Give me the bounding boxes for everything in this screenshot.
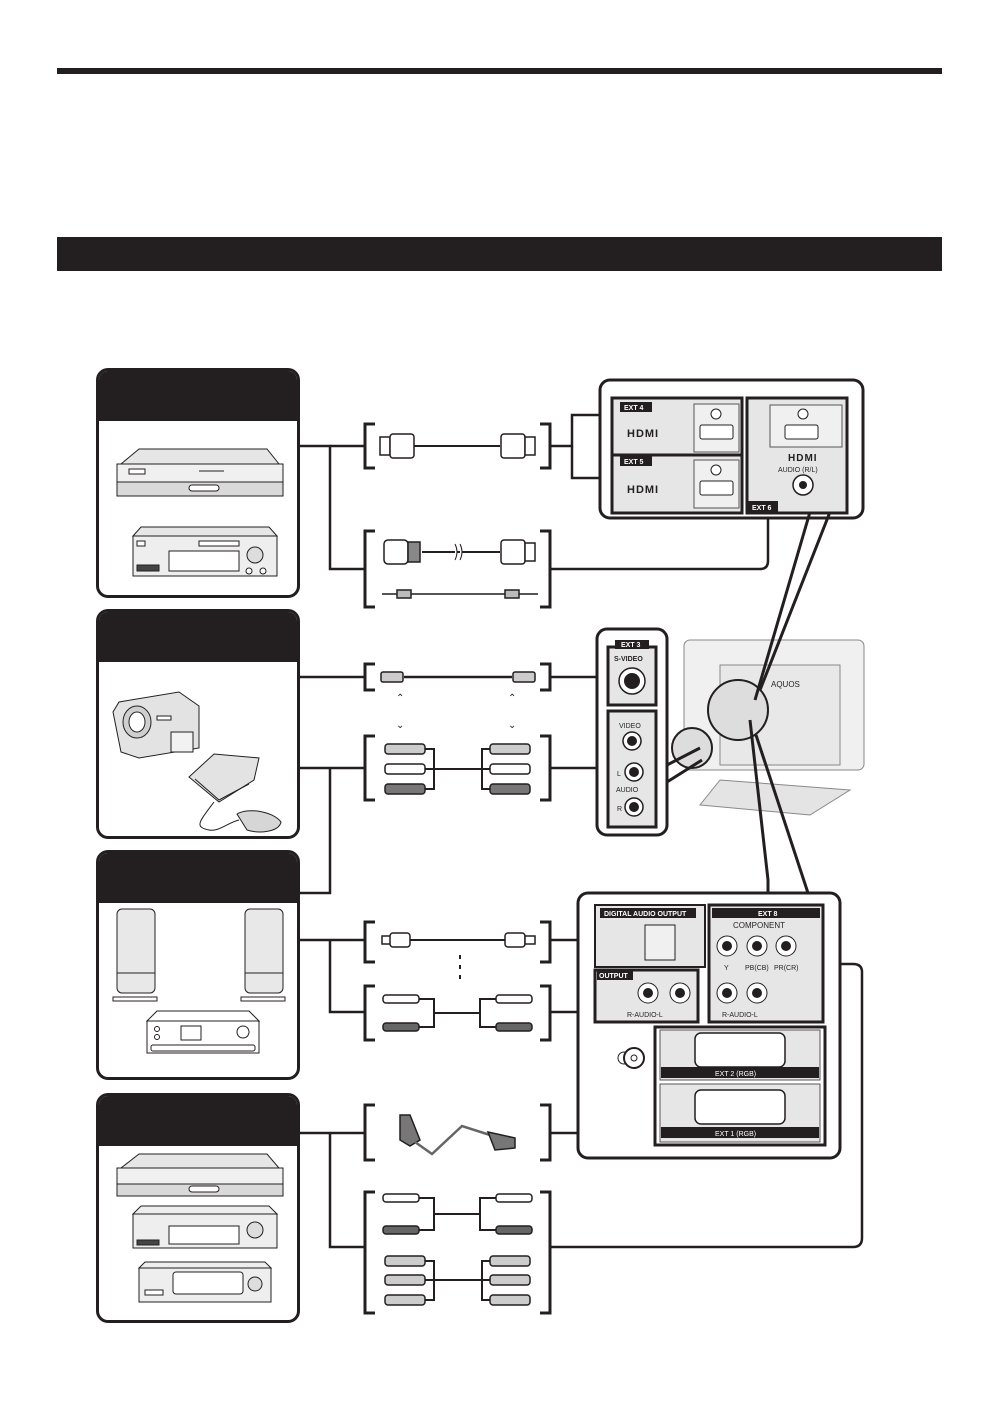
wire-trunk-1 <box>300 444 365 571</box>
device-panel-header <box>99 371 297 421</box>
ext2-label: EXT 2 (RGB) <box>715 1071 756 1078</box>
svg-text:⌃: ⌃ <box>508 693 516 704</box>
av-receiver-icon <box>131 1205 279 1249</box>
game-console-icon <box>188 753 282 833</box>
speaker-right-icon <box>240 908 286 1002</box>
speaker-left-icon <box>112 908 158 1002</box>
bracket-right <box>540 422 552 470</box>
optical-cable-icon <box>381 932 536 985</box>
ext5-tag: EXT 5 <box>624 459 644 466</box>
lower-terminal-panel <box>576 891 842 1160</box>
camcorder-icon <box>112 691 200 759</box>
dvd-recorder-icon <box>116 1153 284 1197</box>
ext6-tag: EXT 6 <box>752 505 772 512</box>
ext1-label: EXT 1 (RGB) <box>715 1131 756 1138</box>
audio-r-label: R <box>617 806 622 813</box>
wire-trunk-2c <box>300 768 332 895</box>
ext3-tag: EXT 3 <box>621 642 641 649</box>
dvd-recorder-icon <box>116 448 284 497</box>
svg-text:⌄: ⌄ <box>508 720 516 731</box>
audio-l-label: L <box>617 771 621 778</box>
device-panel-header <box>99 1096 297 1146</box>
output-tag: OUTPUT <box>599 973 629 980</box>
device-panel-header <box>99 612 297 662</box>
ext4-tag: EXT 4 <box>624 405 644 412</box>
svg-text:⌄: ⌄ <box>396 720 404 731</box>
component-pb-label: PB(CB) <box>745 965 769 972</box>
svideo-cable-icon: ⌃ ⌃ ⌄ ⌄ <box>380 671 536 731</box>
audio-label: AUDIO <box>616 787 639 794</box>
digital-audio-output-label: DIGITAL AUDIO OUTPUT <box>604 911 687 918</box>
hdmi-logo: HDMI <box>627 484 659 496</box>
amplifier-icon <box>145 1010 261 1054</box>
vcr-icon <box>137 1261 273 1303</box>
component-rca-cable-icon <box>382 1193 533 1306</box>
device-panel-scart-sources <box>96 1093 300 1323</box>
ext8-audio-label: R-AUDIO-L <box>722 1012 758 1019</box>
bracket-left <box>363 422 375 470</box>
device-panel-hdmi-sources <box>96 368 300 598</box>
av-receiver-icon <box>131 526 279 577</box>
output-audio-label: R-AUDIO-L <box>627 1012 663 1019</box>
hdmi-cable-icon <box>379 433 536 459</box>
svideo-label: S-VIDEO <box>614 656 643 663</box>
component-pr-label: PR(CR) <box>774 965 799 972</box>
ext8-tag: EXT 8 <box>758 911 778 918</box>
wire-trunk-3b <box>328 940 365 1014</box>
section-header-bar <box>57 237 942 271</box>
device-panel-av-sources <box>96 609 300 839</box>
ext6-audio-label: AUDIO (R/L) <box>778 467 818 474</box>
tv-brand-label: AQUOS <box>771 680 800 689</box>
scart-cable-icon <box>399 1114 516 1156</box>
video-label: VIDEO <box>619 723 641 730</box>
svg-text:⌃: ⌃ <box>396 693 404 704</box>
wire-trunk-4b <box>328 1133 365 1249</box>
hdmi-logo: HDMI <box>788 453 818 464</box>
hdmi-logo: HDMI <box>627 428 659 440</box>
component-y-label: Y <box>724 965 729 972</box>
device-panel-audio-systems <box>96 850 300 1080</box>
hdmi-terminal-panel <box>598 378 865 520</box>
ext3-terminal-panel <box>595 627 669 837</box>
tv-rear-illustration <box>671 639 865 816</box>
header-rule <box>57 68 942 74</box>
device-panel-header <box>99 853 297 903</box>
audio-rca-cable-icon <box>382 994 533 1032</box>
component-label: COMPONENT <box>733 921 785 930</box>
dvi-hdmi-cable-icon <box>382 539 538 599</box>
av-rca-cable-icon <box>384 743 531 795</box>
